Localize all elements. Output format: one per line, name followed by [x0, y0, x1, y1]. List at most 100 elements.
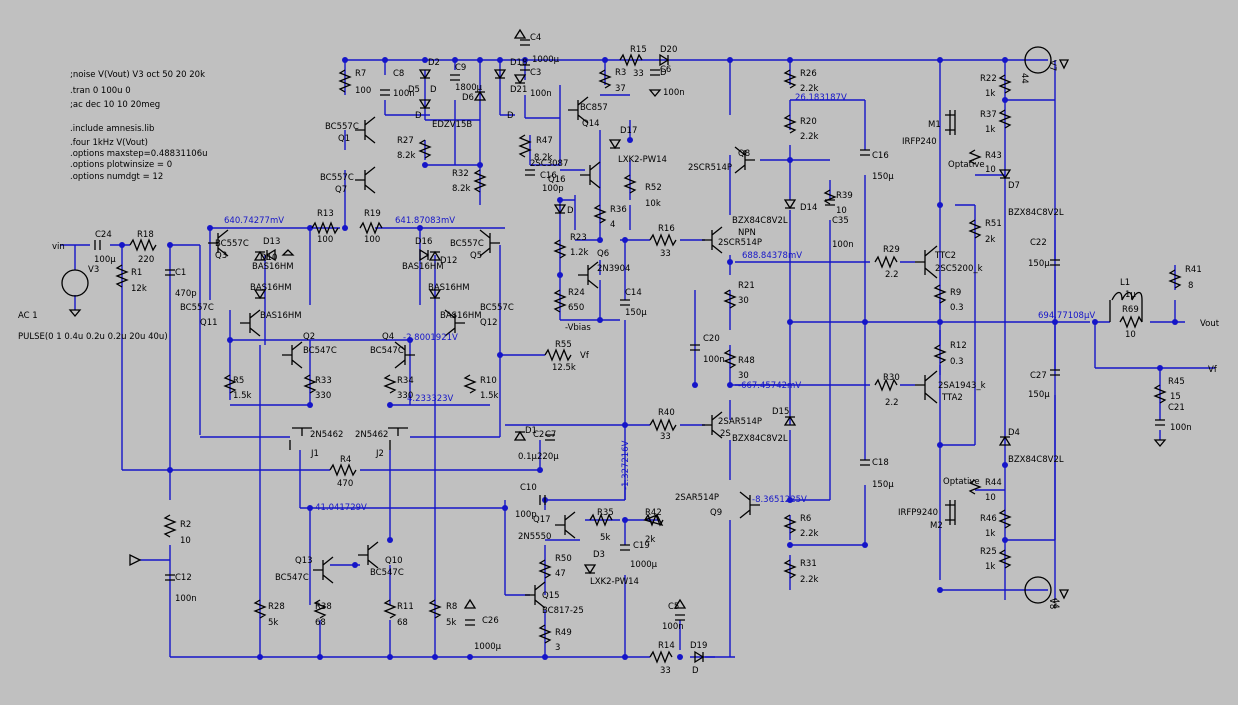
label-name: R5	[233, 376, 244, 386]
label-value: 8.2k	[534, 153, 553, 163]
label-name: D2	[428, 58, 440, 68]
label-value: 1000µ	[474, 642, 502, 652]
label-name: R32	[452, 169, 469, 179]
label-value: 47	[555, 569, 566, 579]
label-name: C5	[668, 602, 679, 612]
label-name: R40	[658, 408, 675, 418]
label-name: R10	[480, 376, 497, 386]
label-name: D12	[440, 256, 457, 266]
label-name: D1	[525, 426, 537, 436]
node-voltage: 640.74277mV	[224, 216, 284, 226]
label-value: 33	[660, 666, 671, 676]
label-name: R41	[1185, 265, 1202, 275]
directive-line: .options maxstep=0.48831106u	[70, 149, 208, 159]
label-name: R4	[340, 455, 351, 465]
label-value: 2.2k	[800, 529, 819, 539]
label-name: R52	[645, 183, 662, 193]
label-value: 37	[615, 84, 626, 94]
label-name: R19	[364, 209, 381, 219]
label-name: C27	[1030, 371, 1047, 381]
label-name: C1	[175, 268, 186, 278]
label-value: 2k	[645, 535, 655, 545]
node-voltage: 688.84378mV	[742, 251, 802, 261]
label-name: R33	[315, 376, 332, 386]
label-value: 10	[985, 165, 996, 175]
label-name: R50	[555, 554, 572, 564]
directive-line: .tran 0 100u 0	[70, 86, 131, 96]
label-name: Q2	[303, 332, 315, 342]
label-value: 10	[985, 493, 996, 503]
label-name: R36	[610, 205, 627, 215]
label-name: D4	[1008, 428, 1020, 438]
label-name: R21	[738, 281, 755, 291]
label-value: 150µ	[625, 308, 647, 318]
label-name: C22	[1030, 238, 1047, 248]
source-labels: vin V3 AC 1 PULSE(0 1 0.4u 0.2u 0.2u 20u…	[18, 242, 1220, 375]
label-value: D	[415, 111, 422, 121]
label-name: R48	[738, 356, 755, 366]
label-name: BC557C	[325, 122, 359, 132]
label-name: C12	[175, 573, 192, 583]
node-voltage: -1.327216V	[621, 440, 631, 490]
label-value: 1.5k	[480, 391, 499, 401]
label-name: Q6	[597, 249, 609, 259]
label-value: 8.2k	[397, 151, 416, 161]
label-name: BC857	[580, 103, 608, 113]
label-name: 2SCR514P	[688, 163, 732, 173]
label-name: C9	[455, 63, 466, 73]
label-name: TTC2	[934, 251, 956, 261]
label-value: 100µ	[94, 255, 116, 265]
label-name: R27	[397, 136, 414, 146]
label-name: R39	[836, 191, 853, 201]
label-value: BC547C	[370, 346, 404, 356]
node-voltage: -41.041729V	[312, 503, 367, 513]
label-value: 5k	[268, 618, 278, 628]
label-name: R9	[950, 288, 961, 298]
label-value: 1.5k	[233, 391, 252, 401]
label-name: D16	[415, 237, 432, 247]
label-value: 1800µ	[455, 83, 483, 93]
label-value: 44	[1050, 598, 1060, 609]
label-name: BC557C	[215, 239, 249, 249]
label-name: Q16	[548, 175, 566, 185]
label-name: BC557C	[180, 303, 214, 313]
label-name: C16	[540, 171, 557, 181]
label-name: D5	[408, 85, 420, 95]
label-name: C3	[530, 68, 541, 78]
directive-line: .options numdgt = 12	[70, 172, 163, 182]
label-value: LXK2-PW14	[590, 577, 639, 587]
label-value: 1k	[985, 562, 995, 572]
label-value: BZX84C8V2L	[1008, 208, 1064, 218]
node-voltage-annotations: 640.74277mV 641.87083mV -2.8001921V 4.23…	[224, 93, 1095, 513]
label-name: R29	[883, 245, 900, 255]
label-name: R51	[985, 219, 1002, 229]
label-value: 12.5k	[552, 363, 576, 373]
label-value: 2SCR514P	[718, 238, 762, 248]
label-value: 10	[180, 536, 191, 546]
label-value: BC817-25	[542, 606, 584, 616]
label-name: R28	[268, 602, 285, 612]
label-name: D20	[660, 45, 677, 55]
label-value: 33	[633, 69, 644, 79]
label-value: 100	[355, 86, 371, 96]
label-name: V7	[1047, 60, 1057, 71]
label-value: 0.3	[950, 303, 964, 313]
label-name: M2	[930, 521, 943, 531]
label-name: R25	[980, 547, 997, 557]
label-name: D10	[260, 253, 277, 263]
label-name: BC557C	[320, 173, 354, 183]
label-value: 5k	[600, 533, 610, 543]
directive-line: .include amnesis.lib	[70, 124, 154, 134]
label-name: BC557C	[480, 303, 514, 313]
label-name: R18	[137, 230, 154, 240]
label-name: M1	[928, 120, 941, 130]
label-value: 150µ	[872, 172, 894, 182]
label-value: LXK2-PW14	[618, 155, 667, 165]
label-name: R31	[800, 559, 817, 569]
label-value: 2SA1943_k	[938, 381, 986, 391]
label-name: J2	[375, 449, 384, 459]
label-value: 100n	[662, 622, 684, 632]
label-value: 33	[660, 432, 671, 442]
